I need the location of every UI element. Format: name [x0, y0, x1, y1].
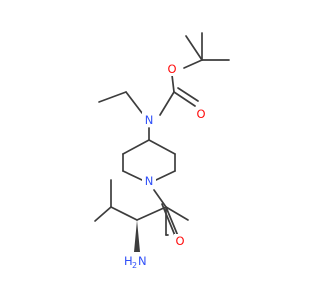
molecule-structure-diagram: O O N N O H 2 N — [94, 32, 230, 270]
bond — [165, 206, 179, 237]
atom-nh2: H 2 N — [120, 253, 152, 270]
bond — [161, 203, 177, 239]
atom-o-amide: O — [174, 234, 187, 248]
nitrogen-label: N — [145, 113, 154, 127]
nh2-n-label: N — [138, 254, 147, 268]
bond — [110, 206, 138, 221]
bond — [94, 206, 112, 222]
bond — [155, 170, 176, 181]
bond — [125, 91, 143, 114]
bond — [183, 59, 203, 69]
bond — [185, 35, 203, 61]
bond — [98, 91, 127, 103]
bond — [136, 206, 167, 221]
bond — [153, 189, 167, 208]
nh2-subscript-label: 2 — [132, 261, 137, 270]
oxygen-label: O — [175, 234, 184, 248]
oxygen-label: O — [167, 62, 176, 76]
bond — [159, 91, 175, 116]
atom-o-carbamate: O — [195, 107, 208, 121]
nitrogen-label: N — [145, 174, 154, 188]
oxygen-label: O — [196, 107, 205, 121]
atom-o-ether: O — [166, 62, 179, 76]
bond — [122, 170, 143, 181]
bond — [171, 74, 175, 93]
atom-n-carbamate: N — [142, 112, 156, 127]
bond — [165, 206, 189, 221]
bonds — [94, 32, 230, 252]
atom-n-ring: N — [142, 173, 156, 188]
bond — [177, 87, 199, 102]
nh2-h-label: H — [124, 254, 133, 268]
bond — [173, 91, 196, 107]
wedge-bond — [134, 220, 140, 252]
atom-labels: O O N N O H 2 N — [120, 62, 208, 270]
bond — [122, 139, 150, 155]
bond — [148, 139, 176, 155]
